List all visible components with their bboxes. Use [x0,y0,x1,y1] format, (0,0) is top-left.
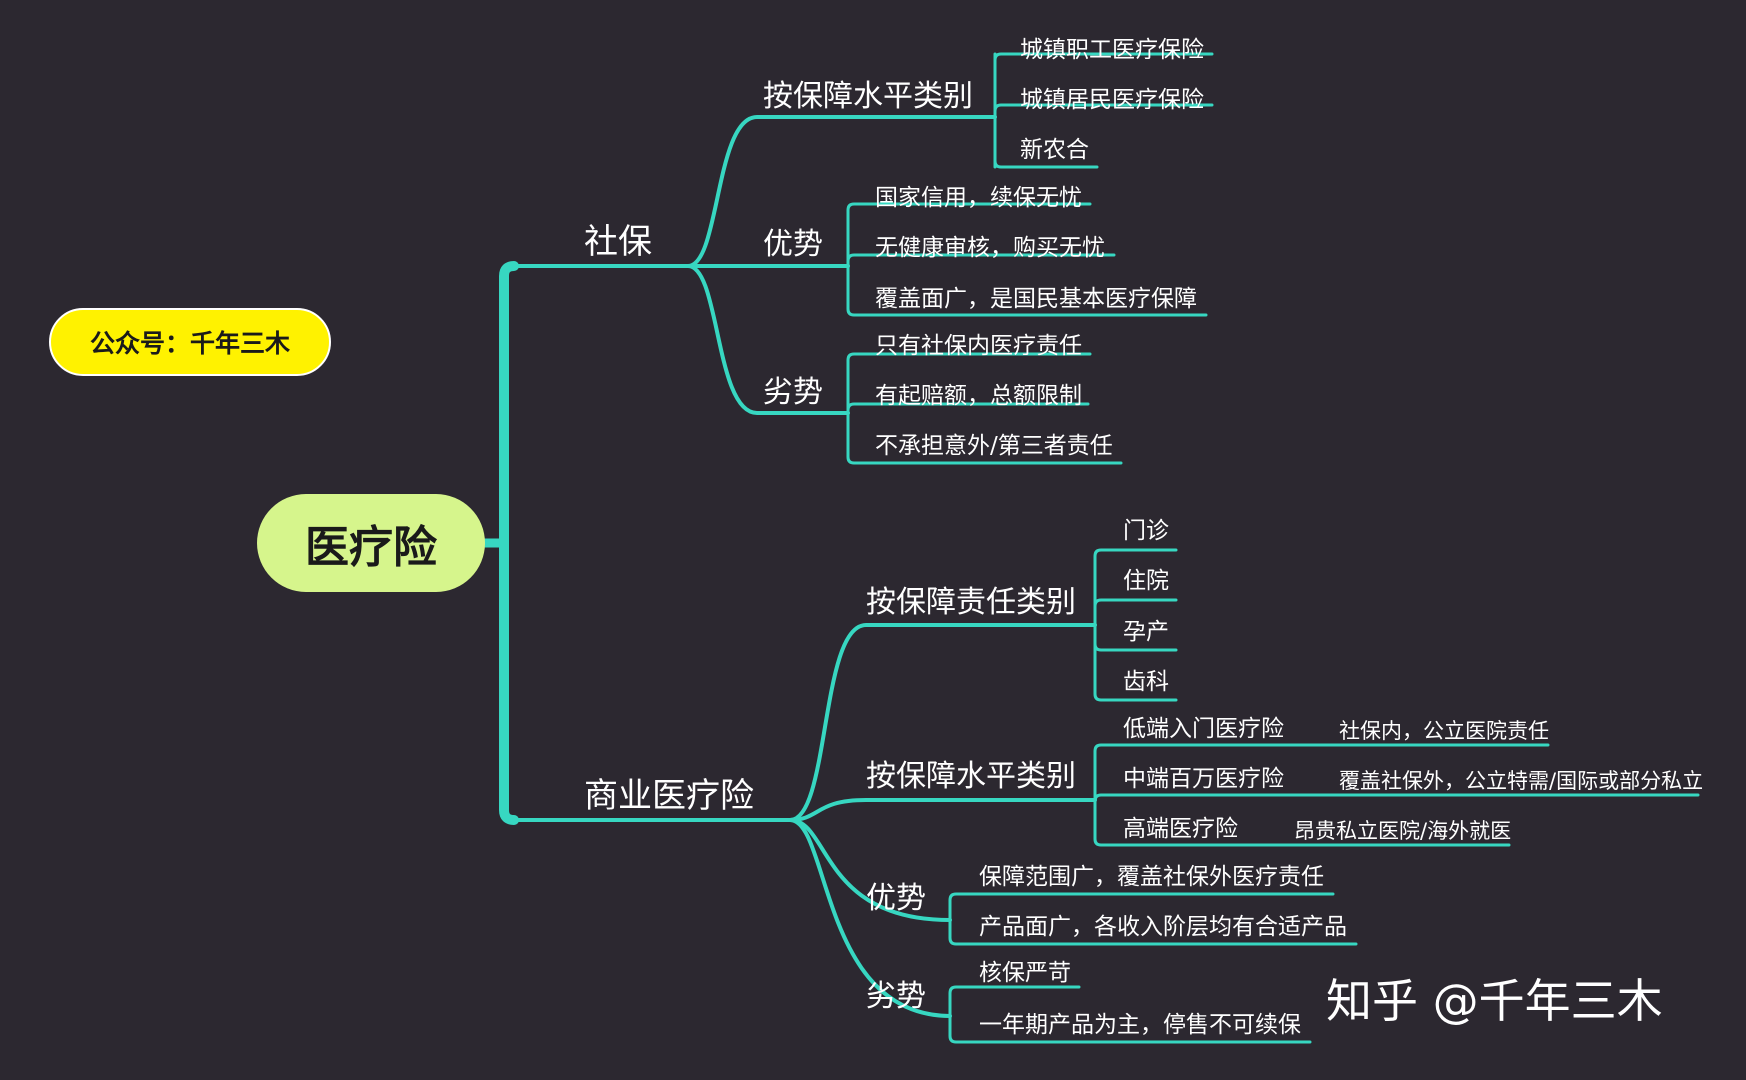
leaf-commercial-level-desc: 昂贵私立医院/海外就医 [1294,819,1512,843]
node-commercial: 商业医疗险 [584,776,754,816]
leaf-social-adv: 国家信用，续保无忧 [875,185,1082,211]
node-commercial-adv: 优势 [866,881,926,916]
account-tag: 公众号：千年三木 [49,308,331,376]
leaf-social-adv: 无健康审核，购买无忧 [875,235,1105,261]
leaf-social-dis: 有起赔额，总额限制 [875,383,1082,409]
leaf-commercial-dis: 一年期产品为主，停售不可续保 [979,1012,1301,1038]
leaf-social-level: 新农合 [1020,137,1089,163]
leaf-commercial-resp: 住院 [1123,568,1169,594]
leaf-social-dis: 只有社保内医疗责任 [875,333,1082,359]
leaf-commercial-dis: 核保严苛 [979,960,1071,986]
leaf-commercial-adv: 保障范围广，覆盖社保外医疗责任 [979,864,1324,890]
leaf-commercial-adv: 产品面广，各收入阶层均有合适产品 [979,914,1347,940]
node-social-level: 按保障水平类别 [763,79,973,114]
leaf-commercial-level-desc: 覆盖社保外，公立特需/国际或部分私立 [1339,769,1704,793]
leaf-social-adv: 覆盖面广，是国民基本医疗保障 [875,286,1197,312]
leaf-social-level: 城镇职工医疗保险 [1020,37,1204,63]
root-node: 医疗险 [257,494,485,592]
node-commercial-dis: 劣势 [866,979,926,1014]
node-social: 社保 [584,222,652,262]
leaf-social-dis: 不承担意外/第三者责任 [875,433,1113,459]
leaf-commercial-level: 中端百万医疗险 [1123,766,1284,792]
leaf-social-level: 城镇居民医疗保险 [1020,87,1204,113]
leaf-commercial-level: 低端入门医疗险 [1123,716,1284,742]
leaf-commercial-level: 高端医疗险 [1123,816,1238,842]
node-social-dis: 劣势 [763,375,823,410]
leaf-commercial-level-desc: 社保内，公立医院责任 [1339,719,1549,743]
node-social-adv: 优势 [763,227,823,262]
node-commercial-level: 按保障水平类别 [866,759,1076,794]
leaf-commercial-resp: 门诊 [1123,518,1169,544]
leaf-commercial-resp: 齿科 [1123,669,1169,695]
node-commercial-resp: 按保障责任类别 [866,585,1076,620]
watermark: 知乎 @千年三木 [1326,974,1663,1028]
leaf-commercial-resp: 孕产 [1123,619,1169,645]
